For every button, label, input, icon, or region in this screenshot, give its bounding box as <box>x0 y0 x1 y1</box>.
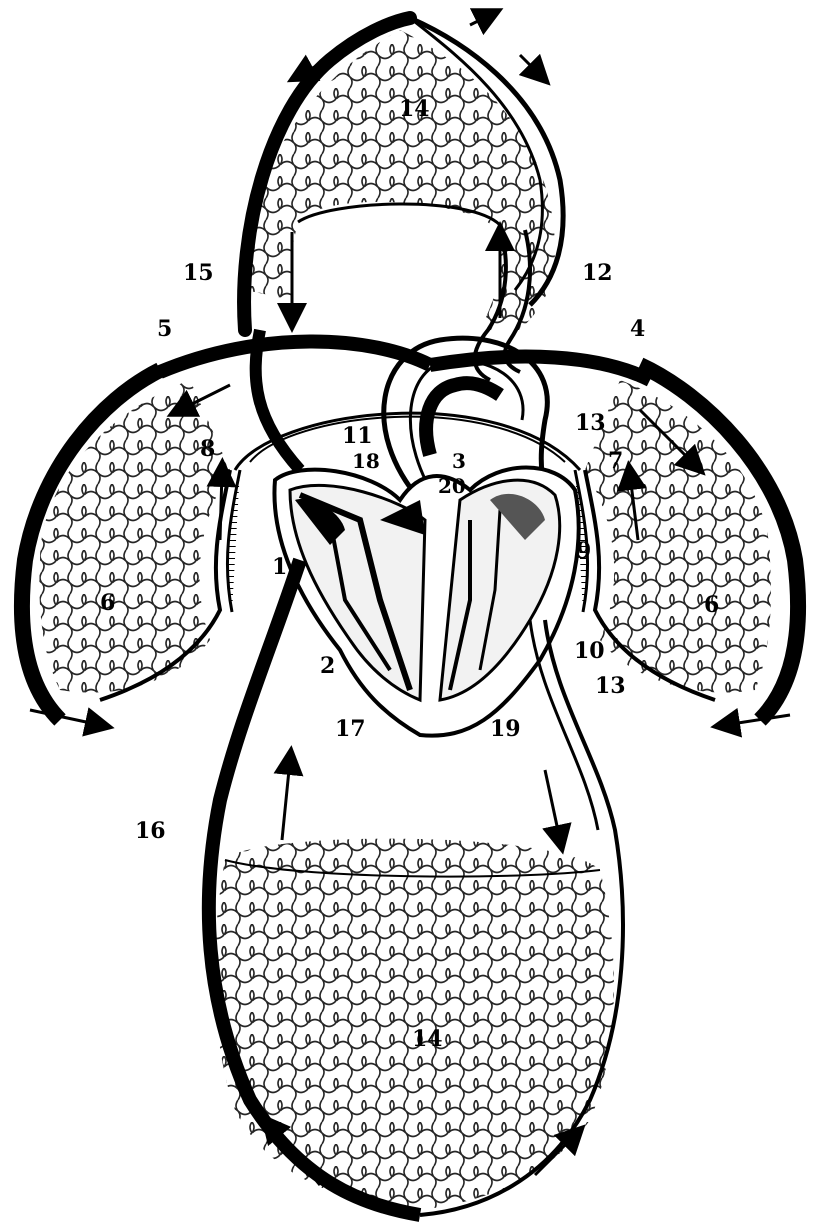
label-11-top: 11 <box>342 425 373 447</box>
heart <box>274 468 578 736</box>
label-8: 8 <box>200 438 215 460</box>
left-lung <box>22 370 240 725</box>
label-3: 3 <box>452 451 466 471</box>
label-19: 19 <box>490 718 521 740</box>
label-17: 17 <box>335 718 366 740</box>
label-4: 4 <box>630 318 645 340</box>
label-12: 12 <box>582 262 613 284</box>
label-10: 10 <box>574 640 605 662</box>
label-14-top: 14 <box>399 98 430 120</box>
label-15: 15 <box>183 262 214 284</box>
label-9: 9 <box>576 540 591 562</box>
label-18: 18 <box>352 451 380 471</box>
label-13-upper: 13 <box>575 412 606 434</box>
arrow-13-lower <box>545 770 560 840</box>
label-5: 5 <box>157 318 172 340</box>
label-6-left: 6 <box>100 592 115 614</box>
arrow-left-bottom <box>30 710 100 725</box>
label-2: 2 <box>320 655 335 677</box>
label-16: 16 <box>135 820 166 842</box>
right-lung <box>575 365 798 725</box>
label-14-bottom: 14 <box>412 1028 443 1050</box>
label-13-lower: 13 <box>595 675 626 697</box>
label-1: 1 <box>272 556 287 578</box>
label-20: 20 <box>438 476 466 496</box>
label-6-right: 6 <box>704 594 719 616</box>
arrow-8 <box>220 472 222 540</box>
label-7: 7 <box>608 450 623 472</box>
arrow-16 <box>282 760 290 840</box>
